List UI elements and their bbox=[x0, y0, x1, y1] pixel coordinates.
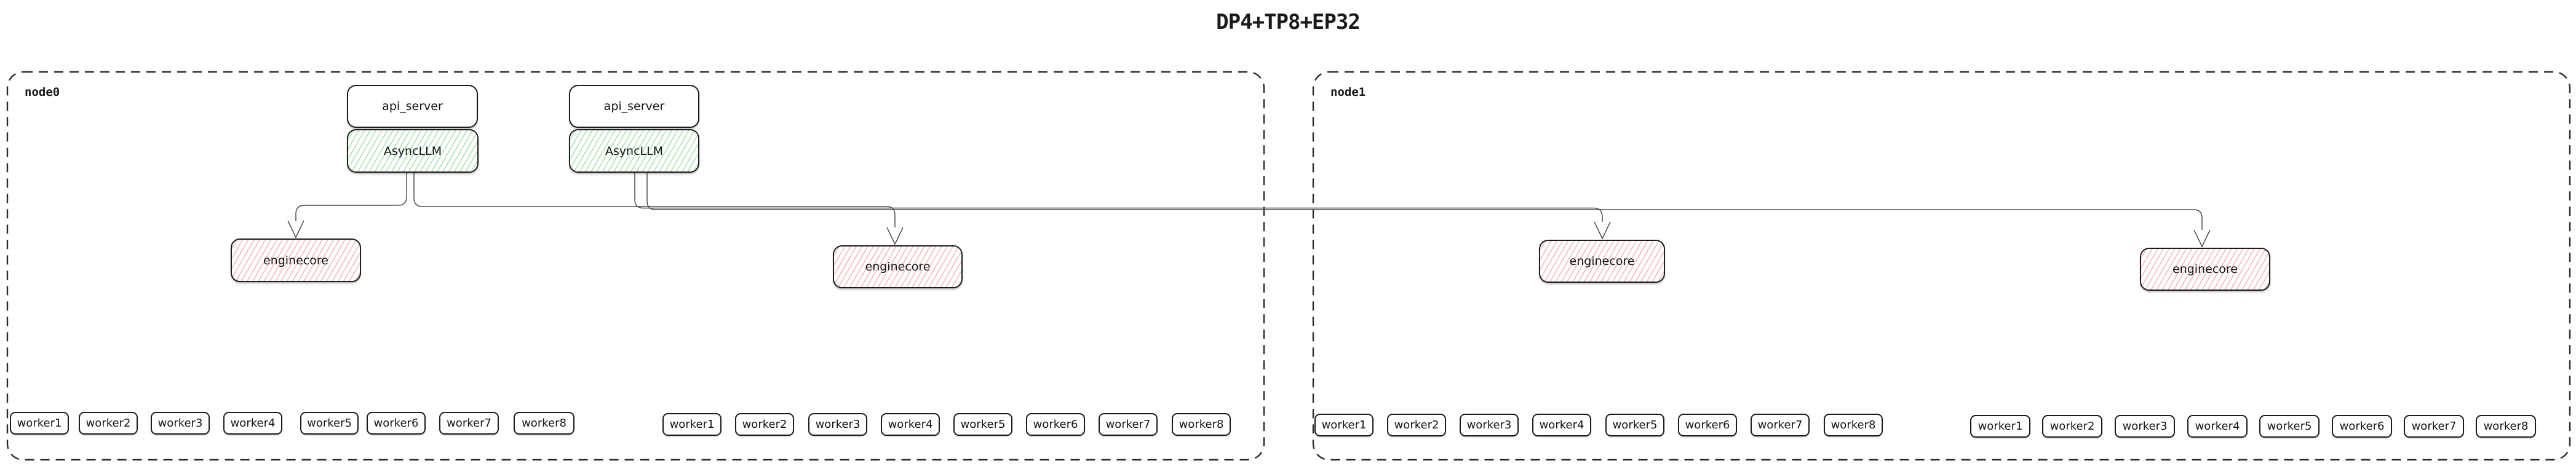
worker-box: worker8 bbox=[2476, 415, 2536, 438]
edge-asyncllm1-enginecore1 bbox=[295, 173, 407, 221]
worker-box: worker1 bbox=[1970, 415, 2030, 438]
worker-box: worker8 bbox=[1824, 414, 1883, 436]
edge-asyncllm2-enginecore4 bbox=[646, 173, 2203, 230]
worker-box: worker8 bbox=[1172, 413, 1231, 436]
worker-box: worker6 bbox=[2332, 415, 2392, 438]
arrowhead-enginecore4 bbox=[2193, 229, 2211, 248]
worker-box: worker3 bbox=[2115, 415, 2175, 438]
worker-box: worker1 bbox=[1314, 414, 1373, 436]
worker-box: worker3 bbox=[151, 412, 210, 435]
edge-asyncllm2-enginecore3 bbox=[634, 173, 1603, 222]
worker-box: worker5 bbox=[2259, 415, 2320, 438]
edge-asyncllm1-enginecore2 bbox=[413, 173, 896, 227]
node1-border bbox=[1312, 71, 2571, 461]
worker-box: worker6 bbox=[367, 412, 426, 435]
arrowhead-enginecore2 bbox=[886, 227, 904, 245]
diagram-title: DP4+TP8+EP32 bbox=[1216, 10, 1361, 34]
node1-label: node1 bbox=[1330, 85, 1366, 99]
worker-box: worker2 bbox=[79, 412, 138, 435]
node0-label: node0 bbox=[25, 85, 60, 99]
asyncllm-box-2: AsyncLLM bbox=[569, 129, 699, 173]
worker-box: worker7 bbox=[2404, 415, 2464, 438]
worker-box: worker7 bbox=[1099, 413, 1158, 436]
worker-box: worker4 bbox=[2187, 415, 2248, 438]
api-server-box-2: api_server bbox=[569, 85, 699, 128]
enginecore-box-4: enginecore bbox=[2140, 248, 2270, 291]
arrowhead-enginecore1 bbox=[287, 220, 304, 238]
enginecore-box-1: enginecore bbox=[231, 238, 361, 282]
worker-box: worker3 bbox=[1460, 414, 1519, 436]
worker-box: worker3 bbox=[808, 413, 867, 436]
worker-box: worker4 bbox=[223, 412, 282, 435]
worker-box: worker4 bbox=[881, 413, 940, 436]
worker-box: worker2 bbox=[735, 413, 794, 436]
worker-box: worker7 bbox=[439, 412, 499, 435]
worker-box: worker7 bbox=[1751, 414, 1810, 436]
worker-box: worker1 bbox=[10, 412, 69, 435]
worker-box: worker5 bbox=[1605, 414, 1664, 436]
worker-box: worker6 bbox=[1026, 413, 1085, 436]
worker-box: worker6 bbox=[1678, 414, 1737, 436]
worker-box: worker2 bbox=[1387, 414, 1446, 436]
worker-box: worker5 bbox=[953, 413, 1012, 436]
api-server-box-1: api_server bbox=[347, 85, 478, 128]
worker-box: worker5 bbox=[300, 412, 359, 435]
enginecore-box-3: enginecore bbox=[1539, 240, 1665, 283]
worker-box: worker1 bbox=[662, 413, 722, 436]
worker-box: worker2 bbox=[2042, 415, 2102, 438]
asyncllm-box-1: AsyncLLM bbox=[347, 129, 479, 173]
arrowhead-enginecore3 bbox=[1594, 221, 1611, 240]
worker-box: worker8 bbox=[514, 412, 574, 435]
worker-box: worker4 bbox=[1532, 414, 1591, 436]
enginecore-box-2: enginecore bbox=[833, 245, 963, 288]
